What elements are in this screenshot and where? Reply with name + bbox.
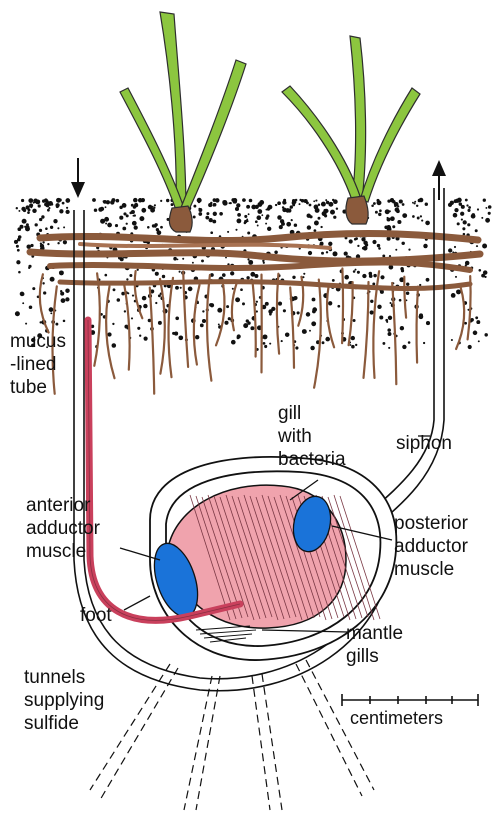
scale-bar — [342, 694, 478, 706]
down-arrow-icon — [71, 158, 85, 198]
label-posterior-adductor-muscle: posterior adductor muscle — [394, 512, 468, 581]
label-mantle-gills: mantle gills — [346, 622, 403, 668]
label-tunnels-supplying-sulfide: tunnels supplying sulfide — [24, 666, 104, 735]
label-mucus-lined-tube: mucus -lined tube — [10, 330, 66, 399]
label-gill-with-bacteria: gill with bacteria — [278, 402, 346, 471]
label-foot: foot — [80, 604, 112, 627]
label-anterior-adductor-muscle: anterior adductor muscle — [26, 494, 100, 563]
label-siphon: siphon — [396, 432, 452, 455]
seagrass-plant-right — [282, 36, 420, 224]
sulfide-tunnels — [90, 660, 374, 810]
label-centimeters: centimeters — [350, 708, 443, 729]
